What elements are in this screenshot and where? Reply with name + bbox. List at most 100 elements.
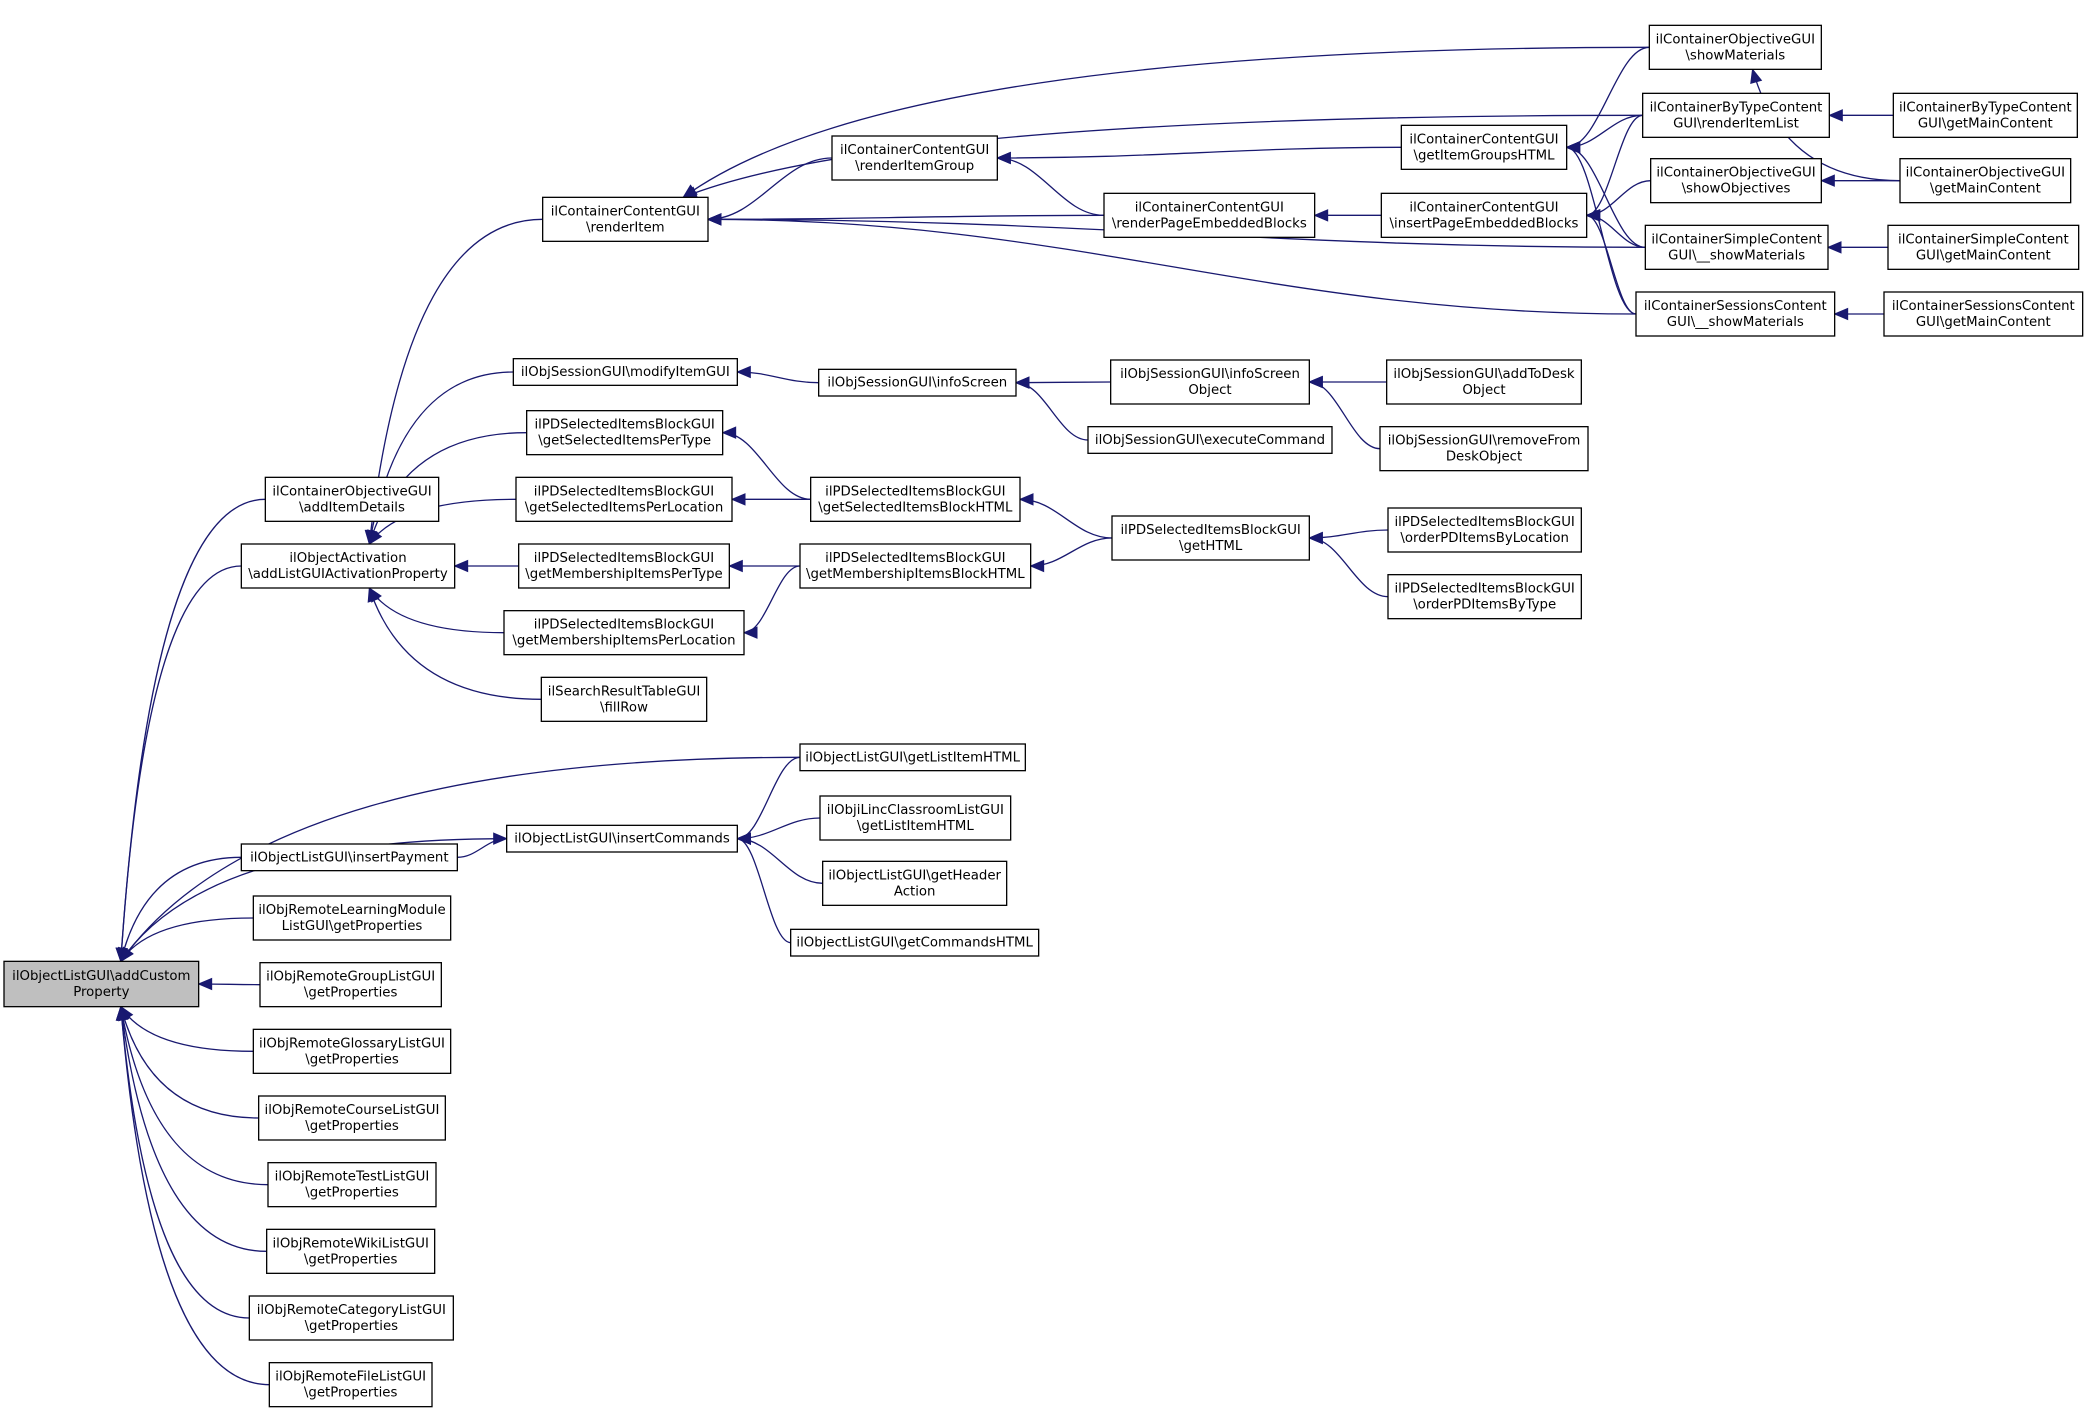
edge-arrowhead [1029, 559, 1045, 573]
node-label: ilObjectListGUI\insertPayment [250, 850, 449, 865]
graph-node-pdMemType[interactable]: ilPDSelectedItemsBlockGUI\getMembershipI… [518, 543, 730, 589]
graph-node-cogAdd[interactable]: ilContainerObjectiveGUI\addItemDetails [264, 476, 440, 522]
graph-node-sessMod[interactable]: ilObjSessionGUI\modifyItemGUI [512, 358, 738, 386]
graph-node-rgrp[interactable]: ilObjRemoteGroupListGUI\getProperties [259, 962, 442, 1008]
graph-node-ccGroupsHTML[interactable]: ilContainerContentGUI\getItemGroupsHTML [1400, 124, 1568, 170]
graph-node-olGetHTML[interactable]: ilObjectListGUI\getListItemHTML [799, 743, 1026, 772]
graph-node-cogShowObj[interactable]: ilContainerObjectiveGUI\showObjectives [1650, 158, 1822, 204]
node-label: ilObjRemoteWikiListGUI [272, 1236, 428, 1251]
node-box [264, 476, 440, 522]
graph-edge [737, 838, 791, 944]
node-box [1103, 192, 1316, 238]
node-label: ilContainerContentGUI [840, 143, 989, 158]
graph-node-pdSelLoc[interactable]: ilPDSelectedItemsBlockGUI\getSelectedIte… [515, 476, 733, 522]
node-box [252, 895, 452, 941]
node-box [268, 1362, 433, 1408]
graph-node-srFill[interactable]: ilSearchResultTableGUI\fillRow [540, 676, 708, 722]
graph-edge [997, 157, 1105, 216]
graph-edge [707, 157, 833, 220]
graph-node-rfile[interactable]: ilObjRemoteFileListGUI\getProperties [268, 1362, 433, 1408]
node-label: ilPDSelectedItemsBlockGUI [534, 618, 714, 633]
graph-node-rlm[interactable]: ilObjRemoteLearningModuleListGUI\getProp… [252, 895, 452, 941]
graph-node-sessExec[interactable]: ilObjSessionGUI\executeCommand [1087, 426, 1333, 454]
node-label: \getProperties [305, 1319, 399, 1334]
node-box [831, 135, 998, 181]
graph-edge [120, 1006, 259, 1119]
graph-node-pdSelType[interactable]: ilPDSelectedItemsBlockGUI\getSelectedIte… [526, 410, 724, 456]
node-label: ilContainerSimpleContent [1651, 232, 1822, 247]
graph-node-rcat[interactable]: ilObjRemoteCategoryListGUI\getProperties [248, 1295, 454, 1341]
graph-node-sessInfo[interactable]: ilObjSessionGUI\infoScreen [818, 368, 1017, 397]
node-label: ilContainerContentGUI [1135, 200, 1284, 215]
node-box [526, 410, 724, 456]
graph-node-olInsCmd[interactable]: ilObjectListGUI\insertCommands [506, 824, 738, 853]
graph-edge [120, 1006, 267, 1252]
graph-node-pdSelHTML[interactable]: ilPDSelectedItemsBlockGUI\getSelectedIte… [810, 476, 1021, 522]
graph-node-olInsPay[interactable]: ilObjectListGUI\insertPayment [240, 843, 458, 872]
graph-node-ccGroup[interactable]: ilContainerContentGUI\renderItemGroup [831, 135, 998, 181]
graph-node-pdMemLoc[interactable]: ilPDSelectedItemsBlockGUI\getMembershipI… [503, 610, 745, 656]
graph-node-ccRender[interactable]: ilContainerContentGUI\renderItem [542, 196, 709, 242]
graph-node-pdOrdLoc[interactable]: ilPDSelectedItemsBlockGUI\orderPDItemsBy… [1387, 507, 1582, 553]
node-box [1110, 359, 1310, 405]
edge-arrowhead [728, 559, 743, 573]
graph-node-rtst[interactable]: ilObjRemoteTestListGUI\getProperties [267, 1162, 437, 1208]
node-label: ilContainerObjectiveGUI [1656, 166, 1815, 181]
graph-node-oaAdd[interactable]: ilObjectActivation\addListGUIActivationP… [240, 543, 456, 589]
graph-edge [120, 1006, 254, 1052]
node-box [1887, 224, 2080, 270]
graph-node-cogShowMat[interactable]: ilContainerObjectiveGUI\showMaterials [1648, 24, 1822, 70]
node-label: ilObjRemoteFileListGUI [275, 1370, 426, 1385]
node-label: \renderPageEmbeddedBlocks [1112, 216, 1307, 231]
node-label: \showObjectives [1682, 182, 1791, 197]
node-box [1087, 426, 1333, 454]
node-label: \showMaterials [1685, 48, 1785, 63]
graph-node-pdOrdType[interactable]: ilPDSelectedItemsBlockGUI\orderPDItemsBy… [1387, 574, 1582, 620]
node-label: ilContainerContentGUI [1409, 200, 1558, 215]
node-label: ilObjectListGUI\insertCommands [514, 832, 730, 847]
graph-node-olCmdHTML[interactable]: ilObjectListGUI\getCommandsHTML [790, 928, 1040, 957]
graph-node-ccInsEmb[interactable]: ilContainerContentGUI\insertPageEmbedded… [1380, 192, 1588, 238]
node-label: ilPDSelectedItemsBlockGUI [1120, 523, 1300, 538]
graph-node-csMain[interactable]: ilContainerSimpleContentGUI\getMainConte… [1887, 224, 2080, 270]
graph-node-cbtMain[interactable]: ilContainerByTypeContentGUI\getMainConte… [1892, 92, 2078, 138]
graph-node-cbtRender[interactable]: ilContainerByTypeContentGUI\renderItemLi… [1642, 92, 1830, 138]
graph-node-pdMemHTML[interactable]: ilPDSelectedItemsBlockGUI\getMembershipI… [799, 543, 1032, 589]
edge-arrowhead [1750, 68, 1763, 85]
graph-edge [368, 587, 542, 700]
graph-node-rcrs[interactable]: ilObjRemoteCourseListGUI\getProperties [258, 1095, 446, 1141]
graph-node-lincHTML[interactable]: ilObjiLincClassroomListGUI\getListItemHT… [819, 795, 1012, 841]
graph-node-csessMain[interactable]: ilContainerSessionsContentGUI\getMainCon… [1883, 291, 2084, 337]
graph-node-pdHTML[interactable]: ilPDSelectedItemsBlockGUI\getHTML [1111, 515, 1310, 561]
node-box [1387, 507, 1582, 553]
node-box [515, 476, 733, 522]
node-label: Object [1188, 383, 1231, 398]
graph-edge [120, 917, 254, 962]
node-box [1386, 359, 1582, 405]
node-label: ilObjSessionGUI\modifyItemGUI [521, 365, 730, 380]
node-label: \insertPageEmbeddedBlocks [1390, 216, 1579, 231]
graph-node-csessShowMat[interactable]: ilContainerSessionsContentGUI\__showMate… [1635, 291, 1836, 337]
edge-arrowhead [736, 832, 751, 845]
graph-edge [743, 565, 801, 634]
graph-node-cogMain[interactable]: ilContainerObjectiveGUI\getMainContent [1899, 158, 2072, 204]
node-label: \getMembershipItemsBlockHTML [806, 567, 1025, 582]
node-label: ilPDSelectedItemsBlockGUI [825, 484, 1005, 499]
graph-node-rglo[interactable]: ilObjRemoteGlossaryListGUI\getProperties [252, 1028, 452, 1074]
graph-node-csShowMat[interactable]: ilContainerSimpleContentGUI\__showMateri… [1644, 224, 1829, 270]
edge-arrowhead [730, 493, 746, 506]
edge-arrowhead [1833, 307, 1849, 321]
edge-arrowhead [1018, 493, 1034, 506]
graph-edge [368, 587, 505, 634]
graph-node-rwiki[interactable]: ilObjRemoteWikiListGUI\getProperties [266, 1228, 436, 1274]
node-label: ilObjSessionGUI\addToDesk [1393, 367, 1575, 382]
node-box [799, 543, 1032, 589]
node-label: \getSelectedItemsPerLocation [525, 500, 724, 515]
graph-node-ccEmb[interactable]: ilContainerContentGUI\renderPageEmbedded… [1103, 192, 1316, 238]
graph-edge [1309, 537, 1389, 598]
